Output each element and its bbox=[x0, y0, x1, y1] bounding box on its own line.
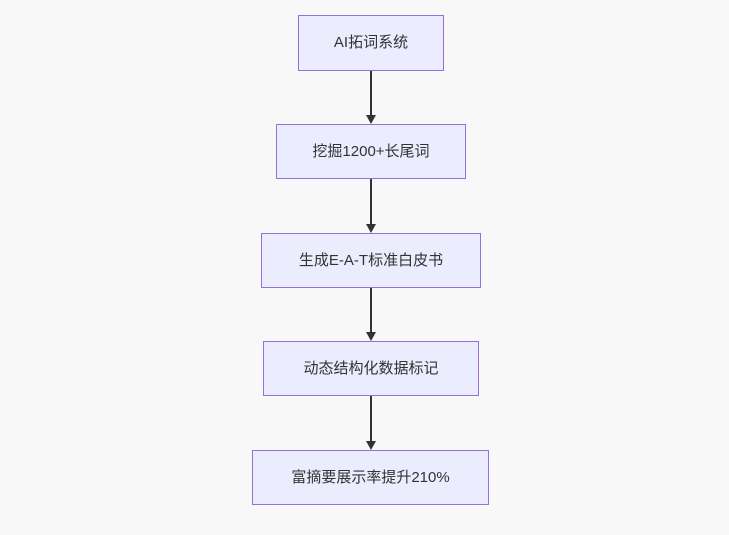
flow-arrow-3 bbox=[365, 288, 377, 341]
flow-node-label: AI拓词系统 bbox=[333, 34, 409, 51]
flow-node-label: 动态结构化数据标记 bbox=[303, 359, 439, 377]
arrow-head-icon bbox=[366, 224, 376, 233]
flow-node-structured-data: 动态结构化数据标记 bbox=[263, 341, 479, 396]
arrow-line bbox=[370, 288, 372, 333]
flow-node-ai-word-system: AI拓词系统 bbox=[298, 15, 444, 71]
arrow-line bbox=[370, 179, 372, 225]
arrow-head-icon bbox=[366, 115, 376, 124]
arrow-head-icon bbox=[366, 332, 376, 341]
flow-node-rich-snippet-result: 富摘要展示率提升210% bbox=[252, 450, 489, 505]
flow-node-label: 富摘要展示率提升210% bbox=[291, 468, 450, 486]
flow-node-label: 挖掘1200+长尾词 bbox=[312, 142, 430, 160]
arrow-head-icon bbox=[366, 441, 376, 450]
flow-node-label: 生成E-A-T标准白皮书 bbox=[298, 251, 444, 269]
flow-node-eat-whitepaper: 生成E-A-T标准白皮书 bbox=[261, 233, 481, 288]
flow-arrow-2 bbox=[365, 179, 377, 233]
flow-arrow-1 bbox=[365, 71, 377, 124]
flow-node-longtail-mining: 挖掘1200+长尾词 bbox=[276, 124, 466, 179]
flow-arrow-4 bbox=[365, 396, 377, 450]
arrow-line bbox=[370, 71, 372, 116]
arrow-line bbox=[370, 396, 372, 442]
